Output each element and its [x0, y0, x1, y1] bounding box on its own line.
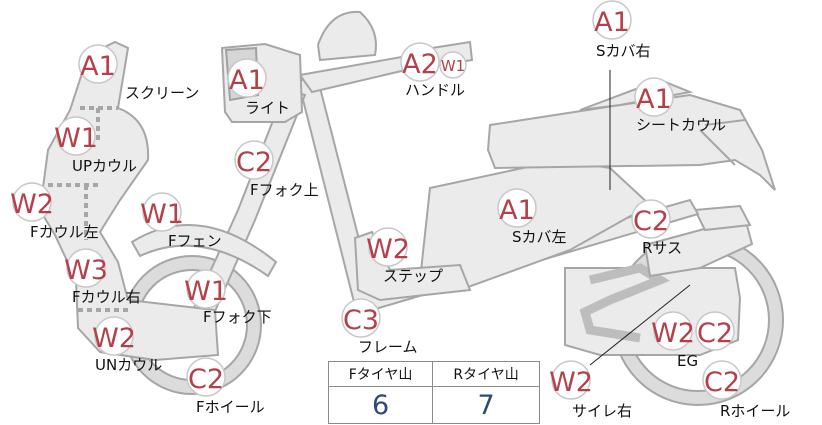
- code-handle-2: W1: [441, 57, 465, 75]
- badge-handle: A2 W1: [400, 42, 467, 82]
- badge-r-wheel: C2: [702, 360, 742, 400]
- badge-un-cowl: W2: [92, 316, 136, 356]
- code-light: A1: [229, 65, 265, 96]
- seat-cowl-shape: [486, 93, 776, 191]
- value-rear-tire: 7: [432, 386, 540, 424]
- label-light: ライト: [245, 99, 290, 117]
- label-f-wheel: Fホイール: [196, 398, 265, 416]
- badge-f-fork-low: W1: [184, 269, 228, 309]
- badge-screen: A1: [78, 44, 118, 84]
- code-f-fork-up: C2: [236, 147, 272, 178]
- badge-f-cowl-right: W3: [64, 248, 108, 288]
- header-rear-tire: Rタイヤ山: [432, 361, 540, 387]
- badge-step: W2: [366, 227, 410, 267]
- badge-f-cowl-left: W2: [10, 182, 54, 222]
- label-handle: ハンドル: [405, 81, 465, 99]
- badge-up-cowl: W1: [54, 116, 98, 156]
- code-un-cowl: W2: [92, 323, 136, 354]
- code-eg: W2: [651, 318, 695, 349]
- code-seat-cowl: A1: [636, 84, 672, 115]
- label-r-sus: Rサス: [642, 239, 682, 257]
- label-f-cowl-right: Fカウル右: [72, 288, 141, 306]
- code-s-cover-right: A1: [594, 7, 630, 38]
- code-eg-2: C2: [697, 318, 733, 349]
- badge-f-wheel: C2: [186, 357, 226, 397]
- label-f-cowl-left: Fカウル左: [30, 223, 99, 241]
- label-frame: フレーム: [358, 338, 418, 356]
- code-step: W2: [366, 234, 410, 265]
- label-f-fork-up: Fフォク上: [250, 181, 319, 199]
- label-f-fender: Fフェン: [168, 232, 222, 250]
- label-un-cowl: UNカウル: [95, 356, 162, 374]
- badge-silencer-right: W2: [549, 360, 593, 400]
- badge-f-fork-up: C2: [234, 140, 274, 180]
- badge-s-cover-right: A1: [592, 0, 632, 40]
- badge-r-sus: C2: [631, 199, 671, 239]
- badge-s-cover-left: A1: [497, 188, 537, 228]
- label-s-cover-left: Sカバ左: [512, 228, 567, 246]
- label-screen: スクリーン: [125, 84, 199, 102]
- label-silencer-right: サイレ右: [572, 402, 632, 420]
- code-f-fender: W1: [140, 199, 184, 230]
- code-silencer-right: W2: [549, 367, 593, 398]
- tire-tread-table: Fタイヤ山 Rタイヤ山 6 7: [327, 361, 540, 424]
- front-fender-shape: [130, 224, 278, 278]
- code-f-fork-low: W1: [184, 276, 228, 307]
- code-screen: A1: [80, 51, 116, 82]
- code-f-cowl-right: W3: [64, 255, 108, 286]
- badge-eg: W2 C2: [651, 311, 735, 351]
- label-seat-cowl: シートカウル: [636, 116, 726, 134]
- mirror-shape: [316, 10, 377, 62]
- badge-light: A1: [227, 58, 267, 98]
- badge-seat-cowl: A1: [634, 77, 674, 117]
- code-s-cover-left: A1: [499, 195, 535, 226]
- code-f-wheel: C2: [188, 364, 224, 395]
- code-r-wheel: C2: [704, 367, 740, 398]
- code-f-cowl-left: W2: [10, 189, 54, 220]
- code-up-cowl: W1: [54, 123, 98, 154]
- label-step: ステップ: [383, 267, 443, 285]
- label-eg: EG: [677, 352, 698, 370]
- header-front-tire: Fタイヤ山: [327, 361, 434, 387]
- code-r-sus: C2: [633, 206, 669, 237]
- badge-frame: C3: [341, 298, 381, 338]
- value-front-tire: 6: [327, 386, 434, 424]
- label-s-cover-right: Sカバ右: [596, 42, 651, 60]
- code-handle: A2: [402, 49, 438, 80]
- code-frame: C3: [343, 305, 379, 336]
- label-up-cowl: UPカウル: [72, 157, 137, 175]
- label-r-wheel: Rホイール: [720, 402, 790, 420]
- label-f-fork-low: Fフォク下: [203, 308, 272, 326]
- badge-f-fender: W1: [140, 192, 184, 232]
